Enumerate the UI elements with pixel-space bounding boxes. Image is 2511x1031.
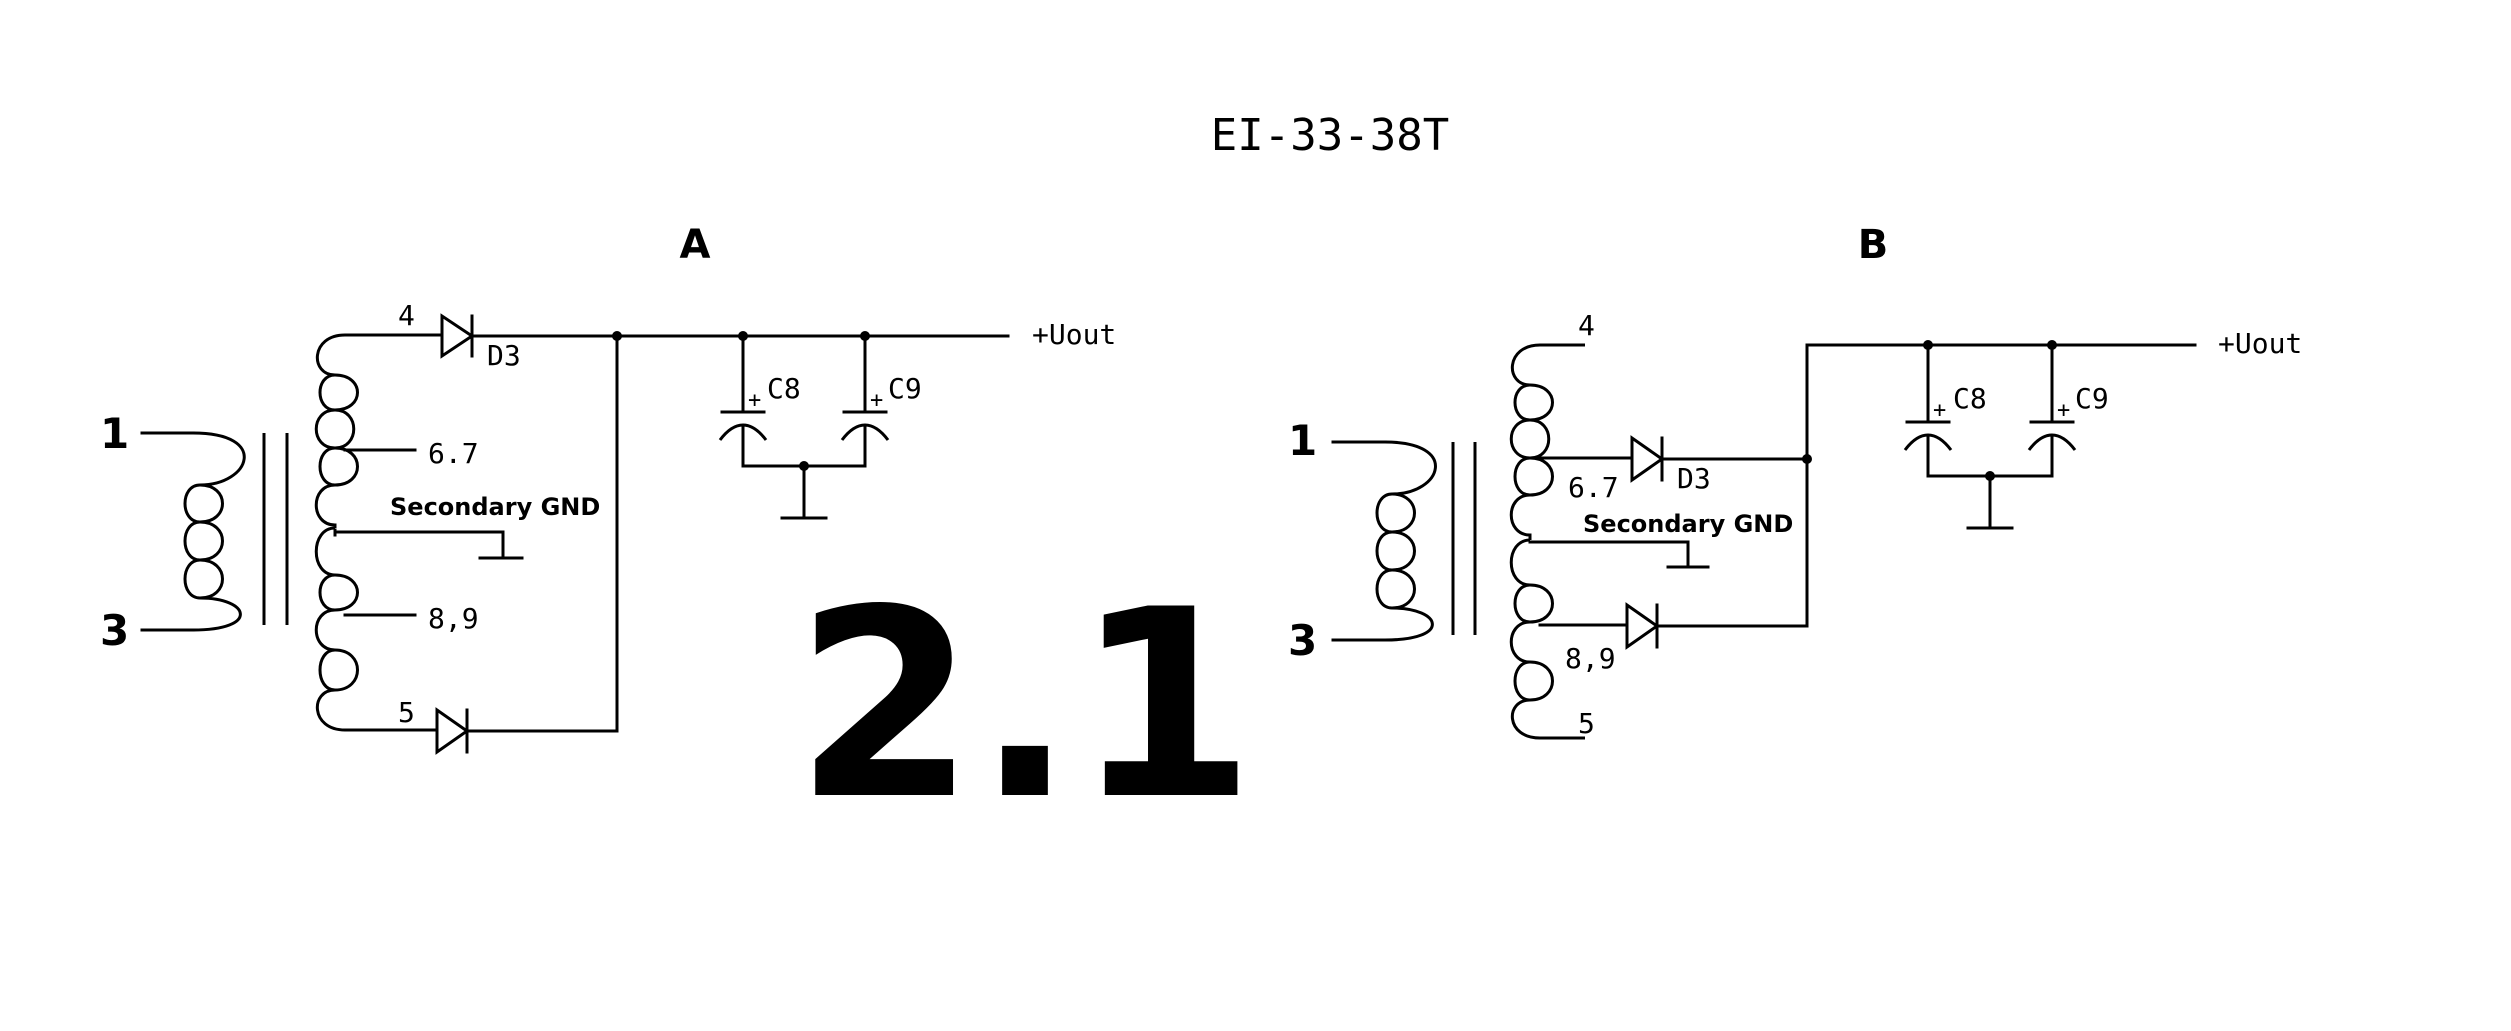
variant-b-primary-winding: 1 3 [1288,416,1437,665]
variant-b-diode-d3 [1630,435,1665,483]
variant-b-tap-5: 5 [1578,707,1595,740]
variant-b-capacitor-c8: + C8 [1903,340,1987,478]
variant-a: A 1 3 [100,222,1116,755]
variant-b: B 1 3 4 6.7 [1288,222,2302,740]
variant-b-output-label: +Uout [2218,327,2302,360]
variant-a-diode-lower [435,707,470,755]
variant-b-pin-3: 3 [1288,616,1317,665]
variant-b-diode-label: D3 [1677,462,1711,495]
variant-b-tap-6-7: 6.7 [1568,471,1619,504]
variant-b-cap-ground [1926,471,2054,530]
variant-a-diode-d3 [440,313,475,359]
variant-b-pin-1: 1 [1288,416,1317,465]
variant-a-tap-4: 4 [398,299,415,332]
variant-a-tap-6-7: 6.7 [428,437,479,470]
variant-a-pin-3: 3 [100,606,129,655]
variant-b-gnd-label: Secondary GND [1583,510,1793,538]
variant-a-cap-ground [741,461,867,520]
variant-b-tap-4: 4 [1578,309,1595,342]
variant-a-label: A [680,222,711,268]
variant-a-primary-winding: 1 3 [100,409,246,655]
variant-b-c8-polarity: + [1933,398,1946,423]
variant-a-capacitor-c8: + C8 [718,331,801,468]
variant-a-c8-label: C8 [767,372,801,405]
variant-a-capacitor-c9: + C9 [840,331,922,468]
variant-a-transformer-core [262,433,289,625]
variant-b-secondary-winding: 4 6.7 8,9 5 Secondary GND [1509,309,1793,740]
variant-a-diode-label: D3 [487,339,521,372]
variant-a-gnd-label: Secondary GND [390,493,600,521]
variant-a-tap-5: 5 [398,696,415,729]
variant-b-tap-8-9: 8,9 [1565,642,1616,675]
variant-b-label: B [1858,222,1889,268]
variant-a-pin-1: 1 [100,409,129,458]
variant-a-output-label: +Uout [1032,318,1116,351]
variant-b-c8-label: C8 [1953,382,1987,415]
variant-a-tap-8-9: 8,9 [428,602,479,635]
figure-number: 2.1 [795,555,1256,857]
variant-b-capacitor-c9: + C9 [2027,340,2109,478]
variant-a-c9-polarity: + [870,388,883,413]
variant-b-c9-polarity: + [2057,398,2070,423]
variant-a-secondary-winding: 4 6.7 8,9 5 Secondary GND [314,299,600,732]
variant-a-c8-polarity: + [748,388,761,413]
variant-b-diode-lower [1625,602,1660,650]
variant-b-c9-label: C9 [2075,382,2109,415]
variant-b-rectifier: D3 +Uout [1538,327,2302,650]
title: EI-33-38T [1211,110,1449,161]
variant-b-transformer-core [1451,442,1477,635]
variant-a-c9-label: C9 [888,372,922,405]
